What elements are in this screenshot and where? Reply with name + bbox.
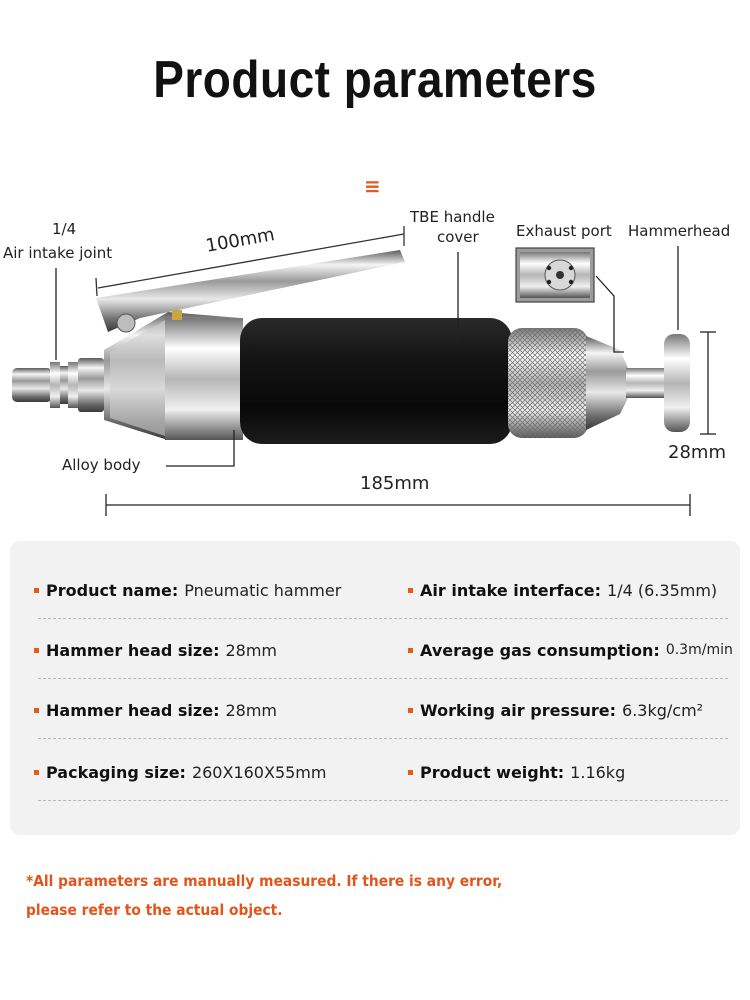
- dashed-divider: [38, 738, 728, 739]
- tbe-handle-label: TBE handle: [410, 208, 495, 226]
- nose-cone: [586, 336, 628, 430]
- spec-value: 28mm: [225, 640, 278, 660]
- spec-key: Product weight:: [420, 762, 565, 782]
- bullet-icon: [34, 587, 39, 593]
- page-title: Product parameters: [153, 49, 597, 109]
- menu-icon: ≡: [364, 174, 381, 198]
- spec-key: Working air pressure:: [420, 700, 617, 720]
- spec-key: Packaging size:: [46, 762, 186, 782]
- spec-value: 260X160X55mm: [191, 762, 327, 782]
- spec-key: Hammer head size:: [46, 640, 220, 660]
- spec-panel: Product name: Pneumatic hammer Air intak…: [10, 541, 740, 835]
- spec-item-product-weight: Product weight: 1.16kg: [408, 743, 625, 801]
- spec-value: 0.3m/min: [665, 642, 733, 658]
- bullet-icon: [34, 647, 39, 653]
- dashed-divider: [38, 618, 728, 619]
- spec-value: 1.16kg: [570, 762, 626, 782]
- spec-row: Hammer head size: 28mm Working air press…: [10, 681, 740, 739]
- spec-row: Product name: Pneumatic hammer Air intak…: [10, 561, 740, 619]
- spec-item-hammer-head-size: Hammer head size: 28mm: [34, 681, 277, 739]
- bullet-icon: [408, 769, 413, 775]
- spec-item-gas-consumption: Average gas consumption: 0.3m/min: [408, 621, 733, 679]
- spec-key: Product name:: [46, 580, 179, 600]
- spec-value: 28mm: [225, 700, 278, 720]
- spec-value: 1/4 (6.35mm): [607, 580, 718, 600]
- disclaimer-line-1: *All parameters are manually measured. I…: [26, 872, 503, 890]
- tbe-cover-label: cover: [437, 228, 479, 246]
- dashed-divider: [38, 678, 728, 679]
- disclaimer-line-2: please refer to the actual object.: [26, 901, 283, 919]
- spec-row: Packaging size: 260X160X55mm Product wei…: [10, 743, 740, 801]
- spec-item-hammer-head-size: Hammer head size: 28mm: [34, 621, 277, 679]
- spec-item-product-name: Product name: Pneumatic hammer: [34, 561, 341, 619]
- air-coupler-body: [12, 368, 52, 402]
- bullet-icon: [408, 647, 413, 653]
- air-intake-size-label: 1/4: [52, 220, 77, 238]
- head-28-label: 28mm: [668, 442, 726, 463]
- spec-item-air-pressure: Working air pressure: 6.3kg/cm²: [408, 681, 703, 739]
- spec-row: Hammer head size: 28mm Average gas consu…: [10, 621, 740, 679]
- dashed-divider: [38, 800, 728, 801]
- hex-nut: [78, 358, 104, 412]
- spec-key: Hammer head size:: [46, 700, 220, 720]
- exhaust-port-label: Exhaust port: [516, 222, 612, 240]
- spec-key: Air intake interface:: [420, 580, 602, 600]
- bullet-icon: [34, 769, 39, 775]
- alloy-body-label: Alloy body: [62, 456, 141, 474]
- length-185-label: 185mm: [360, 473, 430, 494]
- tbe-handle-cover: [240, 318, 512, 444]
- hammerhead-label: Hammerhead: [628, 222, 731, 240]
- spec-value: Pneumatic hammer: [184, 580, 342, 600]
- bullet-icon: [408, 707, 413, 713]
- bullet-icon: [408, 587, 413, 593]
- spec-key: Average gas consumption:: [420, 640, 660, 660]
- hammer-head: [664, 334, 690, 432]
- pneumatic-hammer-illustration: [12, 226, 716, 516]
- product-diagram: 1/4 Air intake joint 100mm TBE handle co…: [3, 208, 731, 516]
- air-intake-joint-label: Air intake joint: [3, 244, 113, 262]
- spec-item-packaging-size: Packaging size: 260X160X55mm: [34, 743, 326, 801]
- spec-value: 6.3kg/cm²: [622, 700, 704, 720]
- trigger-lever: [96, 250, 405, 332]
- bullet-icon: [34, 707, 39, 713]
- spec-item-air-intake: Air intake interface: 1/4 (6.35mm): [408, 561, 717, 619]
